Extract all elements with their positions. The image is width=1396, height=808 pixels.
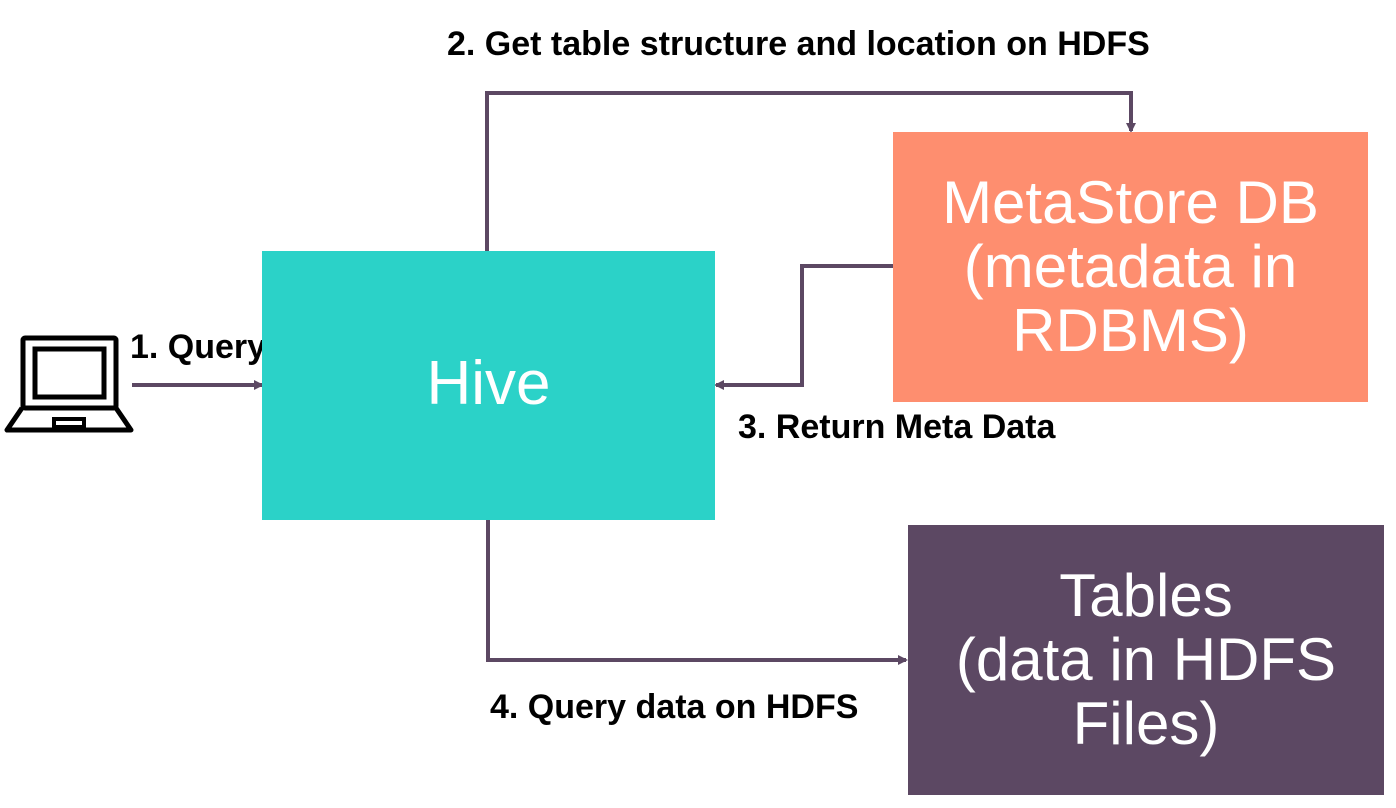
metastore-box: MetaStore DB (metadata in RDBMS) <box>893 132 1368 402</box>
laptop-icon <box>4 335 134 433</box>
tables-subtitle: (data in HDFS Files) <box>955 626 1337 757</box>
return-meta-label: 3. Return Meta Data <box>738 408 1056 446</box>
query-hdfs-arrow <box>486 520 908 665</box>
hive-title: Hive <box>426 348 551 418</box>
tables-title: Tables <box>1059 562 1233 629</box>
tables-box: Tables (data in HDFS Files) <box>908 525 1384 795</box>
hive-box: Hive <box>262 251 715 520</box>
get-structure-label: 2. Get table structure and location on H… <box>447 25 1150 63</box>
get-structure-arrow <box>485 91 1136 251</box>
metastore-subtitle: (metadata in RDBMS) <box>963 233 1298 364</box>
query-label: 1. Query <box>130 328 267 366</box>
return-meta-arrow <box>714 264 893 390</box>
query-hdfs-label: 4. Query data on HDFS <box>490 688 859 726</box>
metastore-title: MetaStore DB <box>942 169 1319 236</box>
